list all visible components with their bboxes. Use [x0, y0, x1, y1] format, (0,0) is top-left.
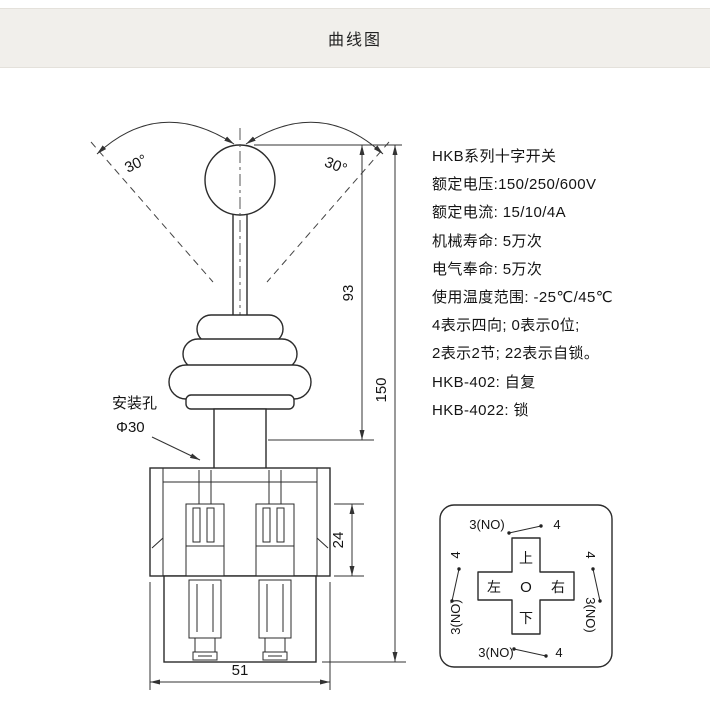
mounting-neck	[213, 408, 267, 470]
rubber-boot	[168, 314, 312, 410]
terminal-left	[188, 579, 222, 661]
spec-line: 额定电流: 15/10/4A	[432, 204, 566, 222]
cross-down-label: 下	[519, 610, 533, 626]
dimensions: 93 150 24 51 安装孔 Φ30	[112, 144, 406, 690]
contact-symbol-right	[591, 567, 602, 603]
spec-line: HKB-4022: 锁	[432, 401, 529, 419]
label-top-right: 4	[553, 517, 560, 532]
label-right-top: 4	[583, 551, 598, 558]
angle-label-right: 30°	[322, 154, 349, 178]
label-top-left: 3(NO)	[469, 517, 504, 532]
mount-label-line1: 安装孔	[112, 395, 157, 412]
cross-right-label: 右	[551, 579, 565, 595]
spec-line: 使用温度范围: -25℃/45℃	[432, 289, 613, 307]
dimension-24: 24	[330, 503, 364, 577]
label-right-bottom: 3(NO)	[583, 597, 598, 632]
spec-line: 机械寿命: 5万次	[432, 232, 543, 250]
header-bar: 曲线图	[0, 8, 710, 68]
dim-label-93: 93	[340, 285, 357, 302]
dim-label-150: 150	[373, 377, 390, 402]
contact-symbol-left	[450, 567, 461, 603]
switch-body	[149, 467, 331, 577]
mounting-hole-callout: 安装孔 Φ30	[112, 395, 201, 461]
dim-label-51: 51	[232, 662, 249, 679]
contact-symbol-bottom	[512, 647, 548, 658]
spec-line: HKB-402: 自复	[432, 373, 536, 391]
angle-arc-left	[96, 121, 235, 155]
label-left-top: 4	[448, 551, 463, 558]
cross-center-label: O	[520, 579, 532, 596]
joystick-side-view: 30° 30°	[90, 121, 390, 663]
direction-cross	[477, 537, 575, 635]
mount-label-line2: Φ30	[116, 419, 145, 436]
spec-line: 额定电压:150/250/600V	[432, 176, 597, 194]
page-title: 曲线图	[327, 32, 382, 49]
angle-label-left: 30°	[122, 151, 150, 176]
tilt-line-right	[266, 141, 390, 283]
label-bottom-right: 4	[555, 645, 562, 660]
terminal-section	[163, 575, 317, 663]
cross-up-label: 上	[519, 550, 533, 566]
contact-schematic: 上 左 O 右 下 3(NO) 4 3(NO) 4 4 3(NO) 4 3(NO…	[439, 504, 613, 668]
terminal-right	[258, 579, 292, 661]
label-bottom-left: 3(NO)	[478, 645, 513, 660]
dimension-51: 51	[149, 582, 331, 690]
contact-symbol-top	[507, 524, 543, 535]
tilt-line-left	[90, 141, 214, 283]
dimension-93: 93	[254, 144, 402, 441]
angle-arc-right	[245, 121, 384, 155]
specs-panel: HKB系列十字开关 额定电压:150/250/600V 额定电流: 15/10/…	[432, 143, 613, 425]
spec-line: 2表示2节; 22表示自锁。	[432, 345, 600, 363]
dim-label-24: 24	[330, 532, 347, 549]
dimension-150: 150	[322, 145, 406, 663]
spec-line: 电气奉命: 5万次	[432, 260, 543, 278]
technical-drawing: 30° 30°	[90, 121, 613, 690]
cross-left-label: 左	[487, 579, 501, 595]
label-left-bottom: 3(NO)	[448, 599, 463, 634]
spec-line: 4表示四向; 0表示0位;	[432, 317, 580, 335]
spec-line: HKB系列十字开关	[432, 148, 557, 165]
